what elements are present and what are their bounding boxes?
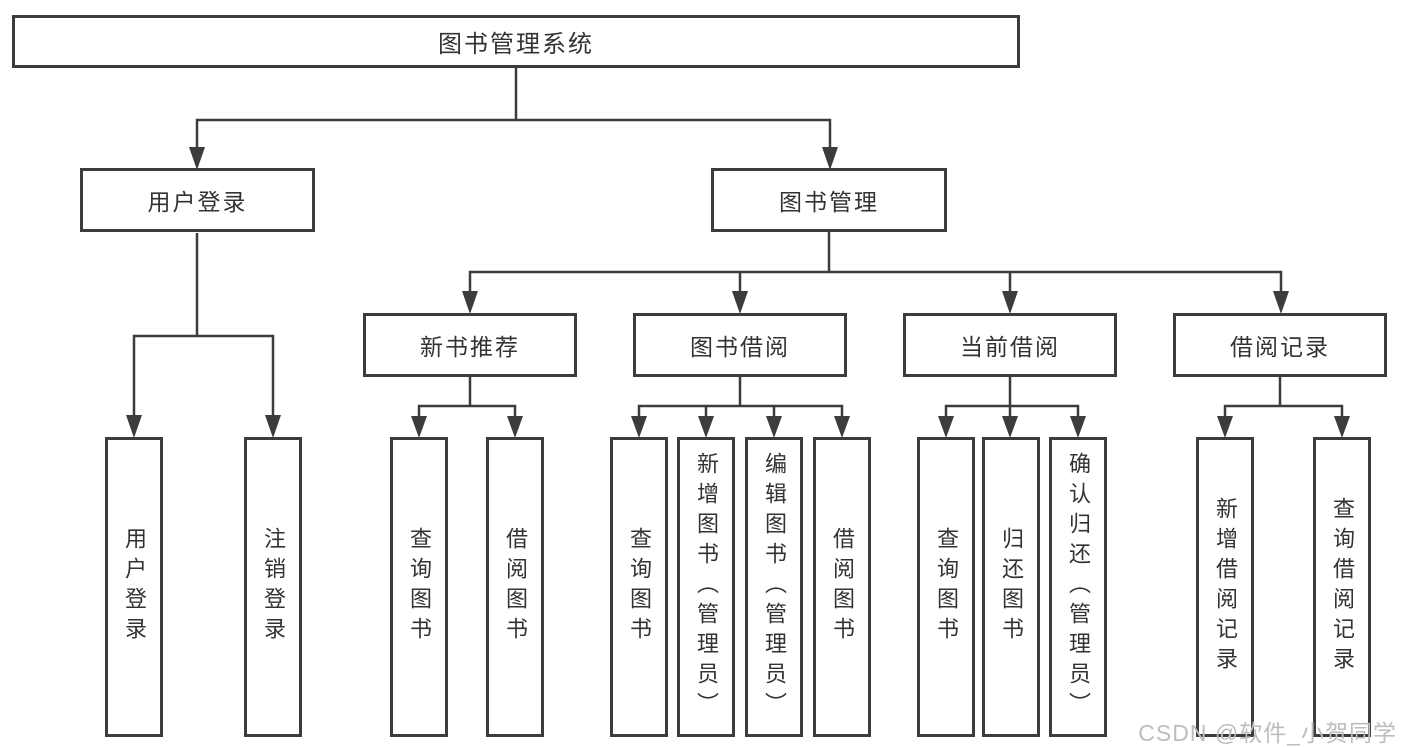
node-leaf-query-borrow-record: 查询借阅记录 (1313, 437, 1371, 737)
node-leaf-add-borrow-record: 新增借阅记录 (1196, 437, 1254, 737)
arrowhead-leaf-2 (265, 415, 281, 438)
csdn-watermark: CSDN @软件_小贺同学 (1138, 720, 1397, 746)
connector-records-bar (1223, 404, 1344, 417)
node-leaf-add-borrow-record-label: 新增借阅记录 (1213, 497, 1238, 677)
arrowhead-leaf-5 (631, 416, 647, 438)
arrowhead-leaf-10 (1002, 416, 1018, 438)
node-borrowing-records-label: 借阅记录 (1230, 334, 1330, 360)
connector-current-bar (944, 404, 1080, 417)
node-leaf-add-book-admin-label: 新增图书（管理员） (694, 452, 719, 722)
node-leaf-logout: 注销登录 (244, 437, 302, 737)
node-book-management-label: 图书管理 (779, 189, 879, 215)
arrowhead-leaf-6 (698, 416, 714, 438)
node-leaf-edit-book-admin-label: 编辑图书（管理员） (762, 452, 787, 722)
connector-borrowing-bar (637, 404, 844, 417)
node-leaf-return-book-label: 归还图书 (999, 527, 1024, 647)
node-root-label: 图书管理系统 (438, 31, 594, 58)
node-book-management: 图书管理 (711, 168, 947, 232)
node-leaf-query-books-recommend-label: 查询图书 (407, 527, 432, 647)
node-borrowing-records: 借阅记录 (1173, 313, 1387, 377)
connector-userlogin-bar (132, 334, 275, 415)
arrowhead-leaf-9 (938, 416, 954, 438)
arrowhead-userlogin-node (189, 147, 205, 170)
node-leaf-confirm-return-admin-label: 确认归还（管理员） (1066, 452, 1091, 722)
node-root: 图书管理系统 (12, 15, 1020, 68)
node-leaf-query-books-recommend: 查询图书 (390, 437, 448, 737)
node-leaf-logout-label: 注销登录 (261, 527, 286, 647)
node-book-borrowing: 图书借阅 (633, 313, 847, 377)
node-current-borrowing: 当前借阅 (903, 313, 1117, 377)
node-book-borrowing-label: 图书借阅 (690, 334, 790, 360)
node-leaf-query-books-current-label: 查询图书 (934, 527, 959, 647)
arrowhead-leaf-7 (766, 416, 782, 438)
node-leaf-borrow-book-recommend-label: 借阅图书 (503, 527, 528, 647)
node-leaf-edit-book-admin: 编辑图书（管理员） (745, 437, 803, 737)
connector-level2-bar (195, 118, 832, 148)
node-leaf-confirm-return-admin: 确认归还（管理员） (1049, 437, 1107, 737)
node-leaf-user-login-label: 用户登录 (122, 527, 147, 647)
connector-level3-bar (468, 270, 1283, 291)
node-leaf-add-book-admin: 新增图书（管理员） (677, 437, 735, 737)
node-leaf-query-books-borrowing: 查询图书 (610, 437, 668, 737)
node-user-login: 用户登录 (80, 168, 315, 232)
node-leaf-query-books-borrowing-label: 查询图书 (627, 527, 652, 647)
node-leaf-borrow-book-recommend: 借阅图书 (486, 437, 544, 737)
node-leaf-user-login: 用户登录 (105, 437, 163, 737)
arrowhead-bookmgmt-node (822, 147, 838, 170)
node-leaf-return-book: 归还图书 (982, 437, 1040, 737)
arrowhead-leaf-13 (1334, 416, 1350, 438)
arrowhead-leaf-3 (411, 416, 427, 438)
arrowhead-recommend-node (462, 291, 478, 314)
arrowhead-leaf-8 (834, 416, 850, 438)
arrowhead-leaf-1 (126, 415, 142, 438)
node-new-book-recommend: 新书推荐 (363, 313, 577, 377)
node-leaf-query-books-current: 查询图书 (917, 437, 975, 737)
arrowhead-leaf-11 (1070, 416, 1086, 438)
arrowhead-borrowing-node (732, 291, 748, 314)
arrowhead-current-node (1002, 291, 1018, 314)
node-leaf-borrow-book: 借阅图书 (813, 437, 871, 737)
connector-recommend-bar (417, 404, 517, 417)
arrowhead-records-node (1273, 291, 1289, 314)
arrowhead-leaf-12 (1217, 416, 1233, 438)
node-leaf-borrow-book-label: 借阅图书 (830, 527, 855, 647)
node-user-login-label: 用户登录 (147, 189, 248, 215)
node-leaf-query-borrow-record-label: 查询借阅记录 (1330, 497, 1355, 677)
node-current-borrowing-label: 当前借阅 (960, 334, 1060, 360)
node-new-book-recommend-label: 新书推荐 (420, 334, 520, 360)
arrowhead-leaf-4 (507, 416, 523, 438)
